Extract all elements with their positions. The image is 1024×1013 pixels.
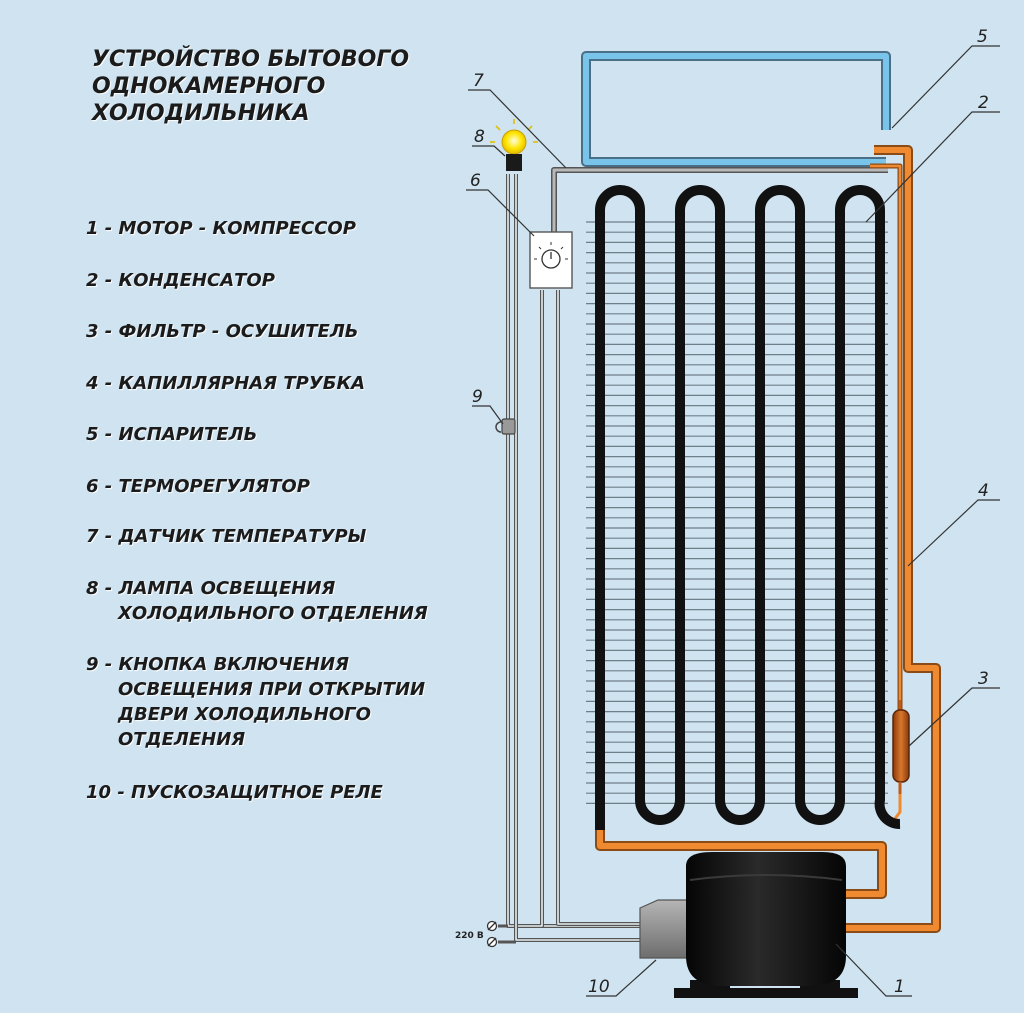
leader-6 — [466, 189, 535, 237]
legend-item-10: 10 - ПУСКОЗАЩИТНОЕ РЕЛЕ — [86, 780, 486, 805]
callout-10: 10 — [588, 977, 610, 997]
legend-item-9-line-4: ОТДЕЛЕНИЯ — [118, 729, 246, 750]
title-line-1: УСТРОЙСТВО БЫТОВОГО — [92, 47, 410, 72]
legend-item-6: 6 - ТЕРМОРЕГУЛЯТОР — [86, 474, 486, 499]
legend-item-9-line-2: ОСВЕЩЕНИЯ ПРИ ОТКРЫТИИ — [118, 679, 426, 700]
filter-drier — [892, 700, 910, 794]
legend-item-1: 1 - МОТОР - КОМПРЕССОР — [86, 216, 486, 241]
leader-9 — [472, 405, 504, 425]
legend-item-8-line-1: 8 - ЛАМПА ОСВЕЩЕНИЯ — [86, 578, 336, 599]
callout-9: 9 — [472, 387, 483, 407]
leader-8 — [472, 145, 506, 157]
callout-6: 6 — [470, 171, 481, 191]
legend-item-4-line-1: 4 - КАПИЛЛЯРНАЯ ТРУБКА — [86, 373, 366, 394]
leader-1 — [835, 943, 912, 997]
legend-item-2: 2 - КОНДЕНСАТОР — [86, 268, 486, 293]
evaporator — [581, 51, 891, 167]
leader-2 — [865, 111, 1000, 223]
condenser-coil — [595, 185, 901, 830]
leader-7 — [468, 89, 567, 169]
start-relay — [639, 899, 691, 959]
legend-item-4: 4 - КАПИЛЛЯРНАЯ ТРУБКА — [86, 371, 486, 396]
callout-1: 1 — [894, 977, 905, 997]
callout-4: 4 — [978, 481, 989, 501]
leader-3 — [908, 687, 1000, 747]
title-line-3: ХОЛОДИЛЬНИКА — [92, 101, 310, 126]
voltage-label: 220 В — [455, 931, 484, 941]
leader-4 — [907, 499, 1000, 567]
diagram-title: УСТРОЙСТВО БЫТОВОГО ОДНОКАМЕРНОГО ХОЛОДИ… — [92, 46, 452, 127]
compressor — [674, 852, 858, 998]
thermostat — [529, 231, 573, 289]
door-switch — [495, 418, 516, 435]
legend-item-9-line-1: 9 - КНОПКА ВКЛЮЧЕНИЯ — [86, 654, 349, 675]
legend-item-3: 3 - ФИЛЬТР - ОСУШИТЕЛЬ — [86, 319, 486, 344]
legend-item-9: 9 - КНОПКА ВКЛЮЧЕНИЯ ОСВЕЩЕНИЯ ПРИ ОТКРЫ… — [86, 652, 486, 752]
legend-item-5: 5 - ИСПАРИТЕЛЬ — [86, 422, 486, 447]
legend-item-10-line-1: 10 - ПУСКОЗАЩИТНОЕ РЕЛЕ — [86, 782, 383, 803]
legend-item-9-line-3: ДВЕРИ ХОЛОДИЛЬНОГО — [118, 704, 371, 725]
legend-item-8: 8 - ЛАМПА ОСВЕЩЕНИЯ ХОЛОДИЛЬНОГО ОТДЕЛЕН… — [86, 576, 486, 626]
legend-item-5-line-1: 5 - ИСПАРИТЕЛЬ — [86, 424, 258, 445]
legend-item-3-line-1: 3 - ФИЛЬТР - ОСУШИТЕЛЬ — [86, 321, 359, 342]
callout-5: 5 — [977, 27, 988, 47]
legend-item-7-line-1: 7 - ДАТЧИК ТЕМПЕРАТУРЫ — [86, 526, 367, 547]
leader-5 — [891, 45, 1000, 129]
leader-10 — [586, 959, 657, 997]
title-line-2: ОДНОКАМЕРНОГО — [92, 74, 326, 99]
legend-item-2-line-1: 2 - КОНДЕНСАТОР — [86, 270, 275, 291]
discharge-line — [595, 792, 902, 899]
lamp — [490, 119, 538, 171]
capillary-tube — [840, 145, 941, 933]
callout-leaders — [466, 45, 1000, 997]
temperature-sensor-tube — [551, 167, 888, 238]
callout-2: 2 — [978, 93, 989, 113]
legend-item-7: 7 - ДАТЧИК ТЕМПЕРАТУРЫ — [86, 524, 486, 549]
callout-3: 3 — [978, 669, 989, 689]
legend-item-1-line-1: 1 - МОТОР - КОМПРЕССОР — [86, 218, 356, 239]
legend-item-8-line-2: ХОЛОДИЛЬНОГО ОТДЕЛЕНИЯ — [118, 603, 428, 624]
power-terminals — [486, 920, 498, 948]
callout-8: 8 — [474, 127, 485, 147]
legend-item-6-line-1: 6 - ТЕРМОРЕГУЛЯТОР — [86, 476, 310, 497]
callout-7: 7 — [473, 71, 484, 91]
